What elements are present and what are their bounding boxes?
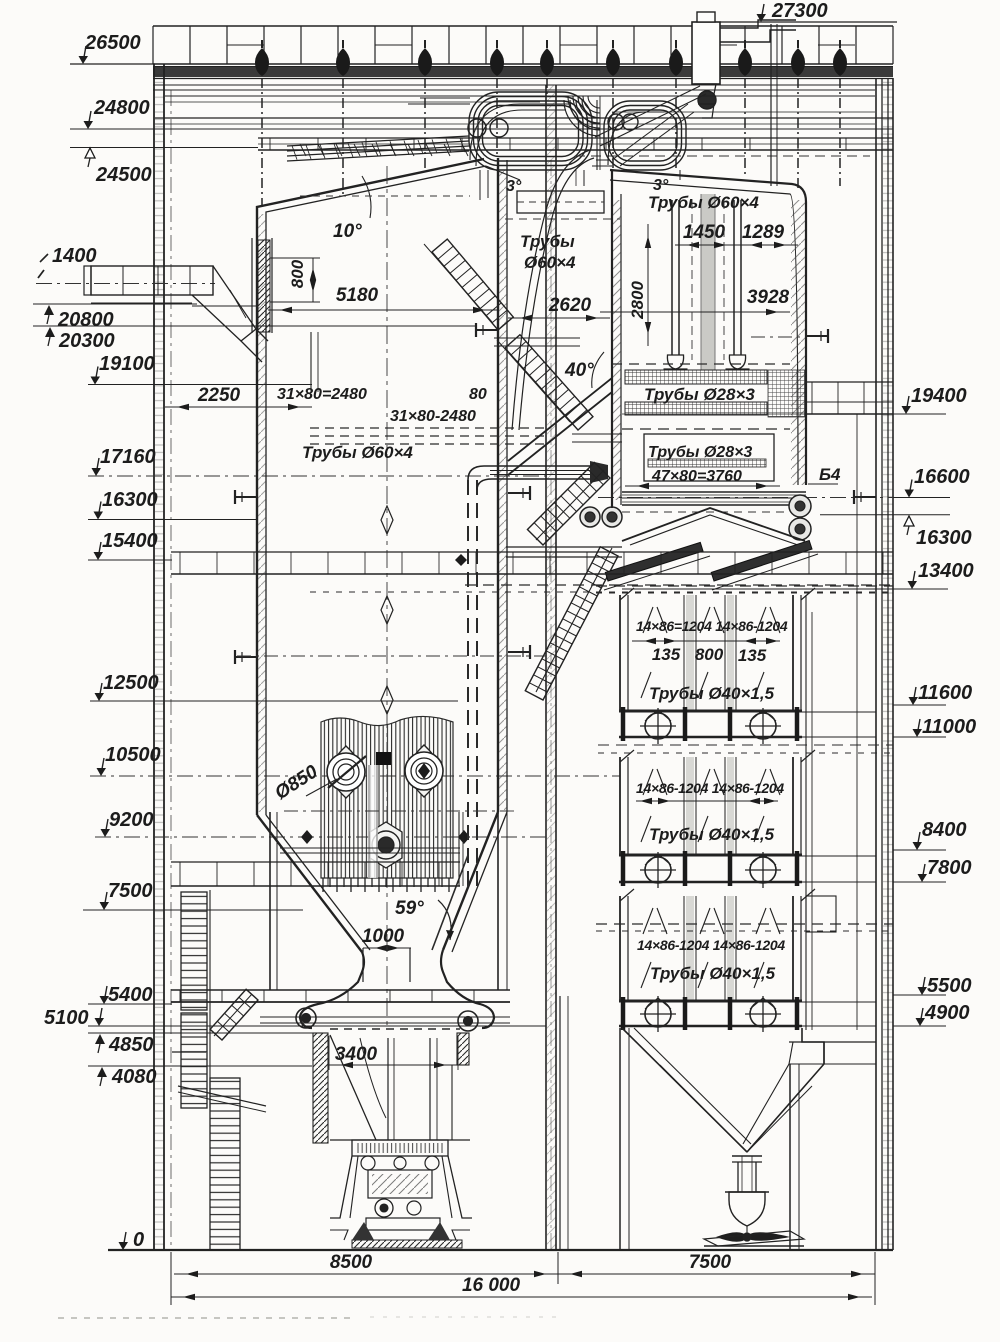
svg-text:19400: 19400 — [911, 385, 967, 407]
svg-text:15400: 15400 — [102, 530, 158, 552]
svg-text:11600: 11600 — [918, 682, 972, 704]
svg-text:7500: 7500 — [108, 880, 153, 902]
svg-text:11000: 11000 — [922, 716, 976, 738]
svg-text:13400: 13400 — [918, 560, 974, 582]
svg-text:5180: 5180 — [336, 285, 379, 306]
svg-text:Трубы: Трубы — [520, 232, 575, 251]
svg-text:10500: 10500 — [105, 744, 161, 766]
svg-text:3°: 3° — [506, 178, 522, 195]
svg-text:8400: 8400 — [922, 819, 967, 841]
svg-text:Трубы Ø40×1,5: Трубы Ø40×1,5 — [650, 964, 776, 983]
svg-text:Трубы Ø60×4: Трубы Ø60×4 — [302, 443, 413, 462]
svg-text:40°: 40° — [564, 360, 594, 381]
svg-text:2620: 2620 — [548, 295, 592, 316]
svg-text:4900: 4900 — [924, 1002, 970, 1024]
svg-text:Трубы Ø60×4: Трубы Ø60×4 — [648, 193, 759, 212]
svg-text:1289: 1289 — [742, 222, 785, 243]
svg-text:3400: 3400 — [335, 1044, 378, 1065]
svg-text:20800: 20800 — [57, 309, 114, 331]
svg-text:47×80=3760: 47×80=3760 — [651, 468, 742, 485]
svg-text:800: 800 — [288, 259, 307, 288]
svg-text:14×86=1204 14×86-1204: 14×86=1204 14×86-1204 — [636, 618, 788, 634]
svg-text:14×86-1204 14×86-1204: 14×86-1204 14×86-1204 — [637, 937, 785, 953]
svg-text:3928: 3928 — [747, 287, 790, 308]
svg-text:2250: 2250 — [197, 385, 241, 406]
svg-text:8500: 8500 — [330, 1252, 373, 1273]
svg-text:5400: 5400 — [108, 984, 153, 1006]
svg-text:3°: 3° — [653, 177, 669, 194]
svg-text:16300: 16300 — [102, 489, 158, 511]
svg-text:Б4: Б4 — [819, 465, 841, 484]
svg-text:7500: 7500 — [689, 1252, 732, 1273]
svg-text:Трубы Ø28×3: Трубы Ø28×3 — [644, 385, 755, 404]
svg-text:27300: 27300 — [771, 0, 828, 22]
svg-text:10°: 10° — [333, 221, 362, 242]
svg-text:20300: 20300 — [58, 330, 115, 352]
svg-text:9200: 9200 — [109, 809, 154, 831]
svg-text:24800: 24800 — [93, 97, 150, 119]
svg-text:16600: 16600 — [914, 466, 970, 488]
svg-text:Трубы Ø28×3: Трубы Ø28×3 — [648, 444, 752, 461]
svg-text:1000: 1000 — [362, 926, 405, 947]
svg-text:31×80=2480: 31×80=2480 — [277, 386, 367, 403]
svg-text:4080: 4080 — [111, 1066, 157, 1088]
svg-text:Трубы Ø40×1,5: Трубы Ø40×1,5 — [649, 684, 775, 703]
svg-text:5500: 5500 — [927, 975, 972, 997]
svg-text:7800: 7800 — [927, 857, 972, 879]
svg-text:16 000: 16 000 — [462, 1275, 521, 1296]
svg-text:Трубы Ø40×1,5: Трубы Ø40×1,5 — [649, 825, 775, 844]
svg-text:135: 135 — [738, 646, 767, 665]
svg-text:4850: 4850 — [108, 1034, 154, 1056]
svg-text:24500: 24500 — [95, 164, 152, 186]
svg-text:135: 135 — [652, 645, 681, 664]
svg-text:19100: 19100 — [99, 353, 155, 375]
svg-text:12500: 12500 — [103, 672, 159, 694]
svg-text:1400: 1400 — [52, 245, 97, 267]
svg-text:14×86-1204 14×86-1204: 14×86-1204 14×86-1204 — [636, 780, 784, 796]
svg-text:Ø60×4: Ø60×4 — [524, 253, 576, 272]
svg-text:31×80-2480: 31×80-2480 — [390, 408, 476, 425]
svg-text:16300: 16300 — [916, 527, 972, 549]
svg-text:800: 800 — [695, 645, 724, 664]
svg-text:26500: 26500 — [84, 32, 141, 54]
svg-text:59°: 59° — [395, 898, 424, 919]
svg-text:17160: 17160 — [100, 446, 156, 468]
svg-text:80: 80 — [469, 386, 487, 403]
svg-text:5100: 5100 — [44, 1007, 89, 1029]
svg-text:1450: 1450 — [683, 222, 726, 243]
svg-text:0: 0 — [133, 1229, 144, 1251]
svg-text:2800: 2800 — [628, 281, 647, 320]
